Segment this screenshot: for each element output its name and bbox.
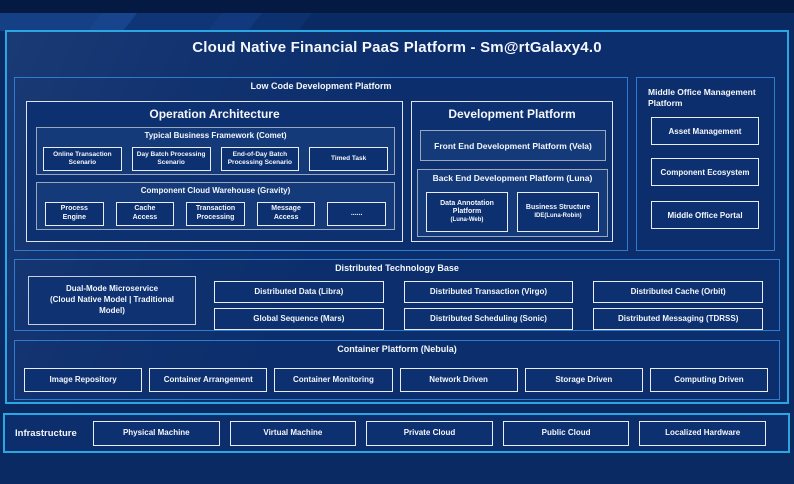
container-item-monitoring: Container Monitoring xyxy=(274,368,393,392)
dual-mode-main: Dual-Mode Microservice xyxy=(65,284,159,294)
infrastructure-item-virtual-machine: Virtual Machine xyxy=(229,420,357,446)
development-platform-label: Development Platform xyxy=(448,107,576,121)
distributed-items-grid: Distributed Data (Libra) Distributed Tra… xyxy=(214,281,763,330)
container-platform-label: Container Platform (Nebula) xyxy=(337,344,457,354)
typical-business-framework-box: Typical Business Framework (Comet) Onlin… xyxy=(36,127,395,175)
comet-item-end-of-day-batch: End-of-Day Batch Processing Scenario xyxy=(220,147,300,171)
low-code-platform-section: Low Code Development Platform Operation … xyxy=(14,77,628,251)
component-cloud-warehouse-box: Component Cloud Warehouse (Gravity) Proc… xyxy=(36,182,395,230)
development-platform-box: Development Platform Front End Developme… xyxy=(411,101,613,242)
distributed-item-data-libra: Distributed Data (Libra) xyxy=(214,281,384,303)
diagonal-decor-stripe xyxy=(0,13,138,31)
back-end-platform-label: Back End Development Platform (Luna) xyxy=(432,173,593,183)
gravity-item-message-access: Message Access xyxy=(256,202,316,226)
container-item-network-driven: Network Driven xyxy=(399,368,518,392)
infrastructure-item-private-cloud: Private Cloud xyxy=(366,420,493,446)
comet-item-online-transaction: Online Transaction Scenario xyxy=(43,147,122,171)
distributed-item-cache-orbit: Distributed Cache (Orbit) xyxy=(593,281,763,303)
gravity-item-label: Transaction Processing xyxy=(195,205,236,221)
infrastructure-items-row: Physical Machine Virtual Machine Private… xyxy=(93,420,766,446)
middle-office-item-asset-management: Asset Management xyxy=(651,117,759,145)
gravity-item-process-engine: Process Engine xyxy=(45,202,104,226)
distributed-item-scheduling-sonic: Distributed Scheduling (Sonic) xyxy=(403,308,574,330)
middle-office-section: Middle Office Management Platform Asset … xyxy=(636,77,775,251)
middle-office-item-component-ecosystem: Component Ecosystem xyxy=(651,158,759,186)
gravity-item-cache-access: Cache Access xyxy=(115,202,175,226)
middle-office-label: Middle Office Management Platform xyxy=(648,87,756,109)
back-end-item-data-annotation: Data Annotation Platform (Luna-Web) xyxy=(426,192,508,232)
middle-office-item-portal: Middle Office Portal xyxy=(651,201,759,229)
container-item-arrangement: Container Arrangement xyxy=(149,368,268,392)
dual-mode-microservice-box: Dual-Mode Microservice (Cloud Native Mod… xyxy=(28,276,196,325)
distributed-item-sequence-mars: Global Sequence (Mars) xyxy=(214,308,384,330)
page-title: Cloud Native Financial PaaS Platform - S… xyxy=(192,39,602,56)
component-cloud-warehouse-label: Component Cloud Warehouse (Gravity) xyxy=(140,186,291,195)
typical-business-framework-label: Typical Business Framework (Comet) xyxy=(144,131,287,140)
back-end-items-row: Data Annotation Platform (Luna-Web) Busi… xyxy=(426,192,599,232)
gravity-item-label: Process Engine xyxy=(60,205,88,221)
operation-architecture-label: Operation Architecture xyxy=(149,107,280,121)
gravity-item-label: Message Access xyxy=(271,205,301,221)
container-item-storage-driven: Storage Driven xyxy=(524,368,643,392)
gravity-items-row: Process Engine Cache Access Transaction … xyxy=(45,202,386,226)
back-end-item-business-structure: Business Structure IDE(Luna-Robin) xyxy=(517,192,599,232)
distributed-base-label: Distributed Technology Base xyxy=(335,263,459,273)
comet-items-row: Online Transaction Scenario Day Batch Pr… xyxy=(43,147,388,171)
comet-item-day-batch: Day Batch Processing Scenario xyxy=(131,147,211,171)
infrastructure-section: Infrastructure Physical Machine Virtual … xyxy=(3,413,790,453)
gravity-item-label: ...... xyxy=(350,209,363,217)
container-platform-section: Container Platform (Nebula) Image Reposi… xyxy=(14,340,780,400)
back-end-platform-box: Back End Development Platform (Luna) Dat… xyxy=(417,169,608,237)
low-code-platform-label: Low Code Development Platform xyxy=(250,81,392,91)
gravity-item-transaction-processing: Transaction Processing xyxy=(186,202,245,226)
diagonal-decor-stripe xyxy=(207,13,313,31)
distributed-base-section: Distributed Technology Base Dual-Mode Mi… xyxy=(14,259,780,331)
back-end-item-sub: IDE(Luna-Robin) xyxy=(534,212,582,219)
back-end-item-sub: (Luna-Web) xyxy=(450,217,484,223)
distributed-item-messaging-tdrss: Distributed Messaging (TDRSS) xyxy=(593,308,763,330)
infrastructure-item-physical-machine: Physical Machine xyxy=(93,420,220,446)
front-end-platform-box: Front End Development Platform (Vela) xyxy=(420,130,606,161)
comet-item-timed-task: Timed Task xyxy=(309,147,388,171)
main-panel: Cloud Native Financial PaaS Platform - S… xyxy=(5,30,789,404)
infrastructure-item-public-cloud: Public Cloud xyxy=(502,420,630,446)
gravity-item-label: Cache Access xyxy=(132,205,158,221)
operation-architecture-box: Operation Architecture Typical Business … xyxy=(26,101,403,242)
container-item-computing-driven: Computing Driven xyxy=(649,368,769,392)
infrastructure-item-localized-hardware: Localized Hardware xyxy=(639,420,766,446)
distributed-item-transaction-virgo: Distributed Transaction (Virgo) xyxy=(403,281,574,303)
container-items-row: Image Repository Container Arrangement C… xyxy=(24,368,769,392)
dual-mode-sub: (Cloud Native Model | Traditional Model) xyxy=(49,295,175,315)
back-end-item-main: Data Annotation Platform xyxy=(440,199,494,216)
diagonal-decor-stripe xyxy=(87,13,263,31)
container-item-image-repository: Image Repository xyxy=(24,368,143,392)
back-end-item-main: Business Structure xyxy=(525,203,591,211)
gravity-item-ellipsis: ...... xyxy=(327,202,386,226)
top-decor-band xyxy=(0,0,794,13)
infrastructure-label: Infrastructure xyxy=(15,427,77,439)
